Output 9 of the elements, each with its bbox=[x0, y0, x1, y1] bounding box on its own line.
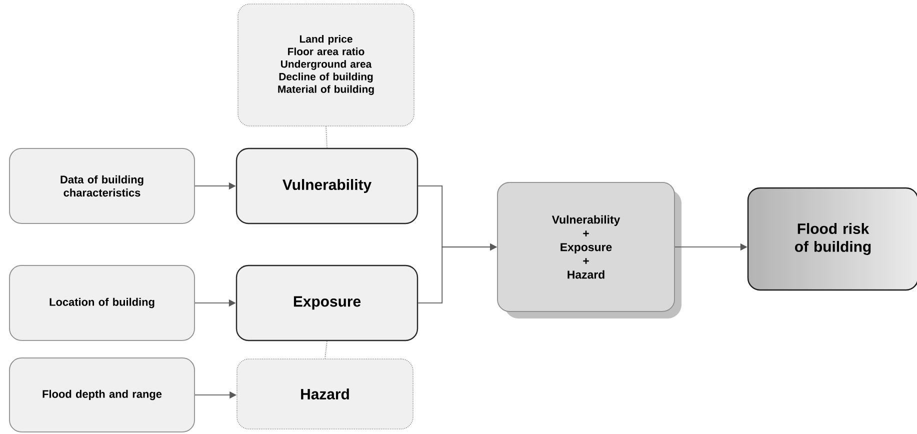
component-box: Exposure bbox=[236, 264, 418, 342]
input-box: Flood depth and range bbox=[9, 358, 195, 432]
result-box: Flood risk of building bbox=[747, 187, 917, 291]
factor-list-box: Land price Floor area ratio Underground area Decline of building Material of building bbox=[238, 4, 414, 126]
component-box: Hazard bbox=[236, 358, 414, 430]
combined-box: Vulnerability + Exposure + Hazard bbox=[497, 182, 675, 312]
input-box: Location of building bbox=[9, 265, 195, 341]
input-box: Data of building characteristics bbox=[9, 148, 195, 224]
component-box: Vulnerability bbox=[236, 148, 418, 224]
